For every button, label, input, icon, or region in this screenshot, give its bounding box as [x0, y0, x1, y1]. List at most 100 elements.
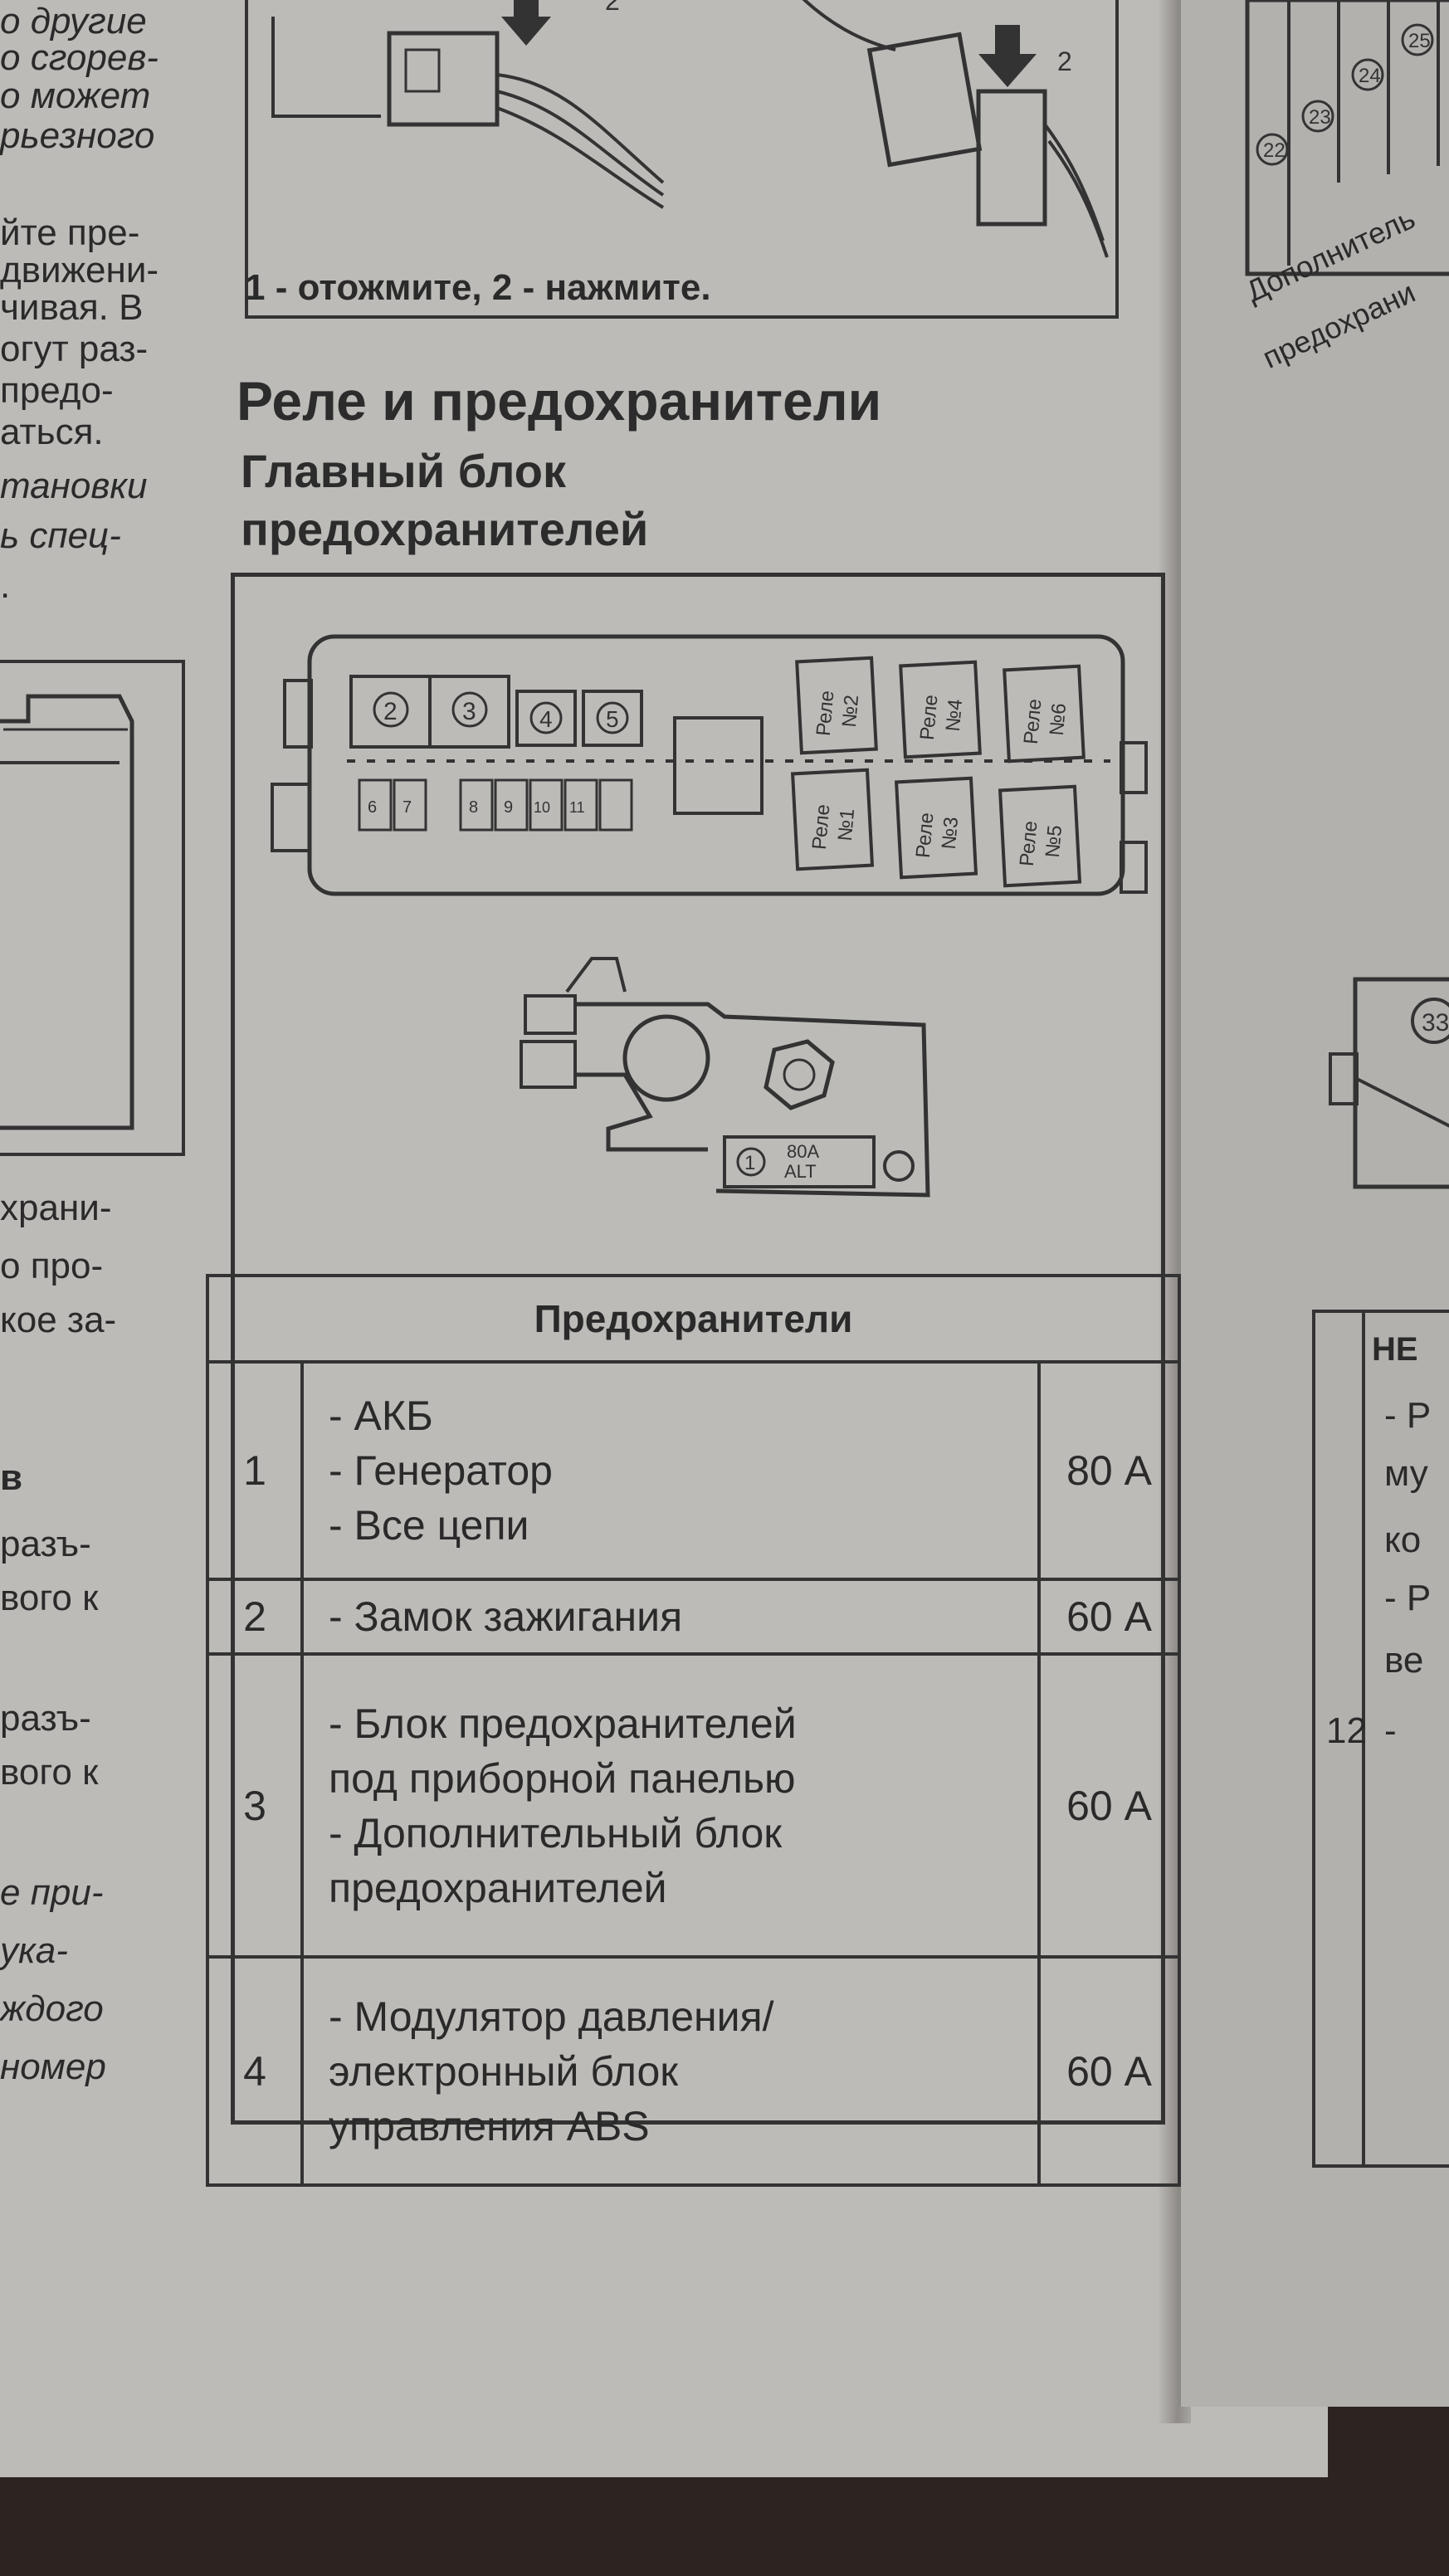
right-num-22: 22: [1263, 139, 1286, 162]
right-fuse-diagram: 22 23 24 25 33: [1245, 0, 1449, 2168]
fuse-description: - Замок зажигания: [300, 1578, 1041, 1656]
right-frag-4: - Р: [1384, 1578, 1432, 1618]
fuse-label-6: 6: [368, 798, 377, 817]
left-frag: о может: [0, 76, 151, 116]
left-frag: .: [0, 565, 11, 606]
fuse-24-icon: [1351, 58, 1384, 91]
desc-line: - АКБ: [329, 1393, 433, 1439]
fuse-33-icon: [1411, 998, 1449, 1044]
table-row: 4 - Модулятор давления/ электронный блок…: [206, 1955, 1181, 2187]
left-frag: тановки: [0, 466, 148, 506]
left-frag: вого к: [0, 1752, 99, 1793]
right-frag-5: ве: [1384, 1640, 1424, 1681]
table-row: 1 - АКБ - Генератор - Все цепи 80 А: [206, 1360, 1181, 1581]
section-subtitle-1: Главный блок: [241, 445, 566, 497]
fuse-table-header-row: Предохранители: [206, 1274, 1181, 1364]
fuse-description: - АКБ - Генератор - Все цепи: [300, 1360, 1041, 1581]
fuse-label-8: 8: [469, 798, 478, 817]
desc-line: - Блок предохранителей: [329, 1700, 797, 1747]
left-frag: разъ-: [0, 1698, 91, 1739]
relay-2-line2: №2: [838, 694, 863, 728]
right-row-num: 12: [1326, 1710, 1367, 1751]
desc-line: под приборной панелью: [329, 1754, 796, 1802]
relay-1-line1: Реле: [808, 803, 835, 851]
fuse-rating: 60 А: [1037, 1652, 1181, 1959]
right-frag-6: -: [1384, 1710, 1397, 1751]
left-frag: вого к: [0, 1578, 99, 1618]
table-row: 2 - Замок зажигания 60 А: [206, 1578, 1181, 1656]
desc-line: - Замок зажигания: [329, 1593, 683, 1640]
left-frag: разъ-: [0, 1524, 91, 1564]
fuse-number: 4: [206, 1955, 304, 2187]
left-frag: в: [0, 1457, 23, 1498]
relay-6-line1: Реле: [1020, 698, 1046, 745]
relay-3-line1: Реле: [912, 812, 939, 859]
left-frag: о сгорев-: [0, 37, 159, 78]
left-frag: о про-: [0, 1246, 104, 1286]
right-frag-3: ко: [1384, 1520, 1422, 1560]
terminal-bolt-icon: [622, 1014, 710, 1102]
fuse-label-10: 10: [534, 799, 550, 816]
connector-illustration: 2 2: [271, 0, 1109, 258]
left-illustration-art: [0, 694, 134, 1130]
left-frag: о другие: [0, 1, 147, 41]
left-frag: ь спец-: [0, 515, 121, 556]
fuse-label-9: 9: [504, 798, 513, 817]
left-frag: рьезного: [0, 115, 155, 156]
fuse-box-center-block: [673, 716, 764, 815]
desc-line: - Все цепи: [329, 1502, 529, 1549]
right-num-24: 24: [1359, 65, 1381, 87]
main-fuse-80a: [723, 1135, 876, 1188]
fuse-5-icon: [596, 701, 629, 734]
left-frag: йте пре-: [0, 212, 140, 253]
desc-line: - Модулятор давления/: [329, 1993, 774, 2040]
desc-line: - Генератор: [329, 1447, 553, 1494]
fuse-3-icon: [451, 691, 488, 728]
main-fuse-amp: 80A: [787, 1141, 819, 1162]
left-frag: номер: [0, 2047, 106, 2087]
main-fuse-alt: ALT: [784, 1161, 817, 1182]
callout-2: 2: [1057, 46, 1072, 76]
right-num-25: 25: [1408, 30, 1431, 52]
desc-line: предохранителей: [329, 1864, 667, 1911]
right-page: 22 23 24 25 33 Дополнитель предохрани НЕ…: [1178, 0, 1449, 2407]
relay-4-line2: №4: [942, 698, 967, 732]
figure-caption: 1 - отожмите, 2 - нажмите.: [245, 267, 711, 308]
relay-2-line1: Реле: [812, 690, 839, 737]
left-frag: предо-: [0, 370, 114, 411]
main-fuse-num: 1: [744, 1152, 755, 1174]
relay-1-line2: №1: [834, 807, 859, 842]
main-fuse-1-icon: [736, 1147, 766, 1177]
fuse-rating: 80 А: [1037, 1360, 1181, 1581]
desc-line: - Дополнительный блок: [329, 1809, 783, 1856]
fuse-label-2: 2: [383, 698, 398, 725]
right-frag-1: - Р: [1384, 1395, 1432, 1436]
fuse-description: - Блок предохранителей под приборной пан…: [300, 1652, 1041, 1959]
fuse-table: Предохранители 1 - АКБ - Генератор - Все…: [206, 1274, 1181, 2187]
fuse-25-icon: [1401, 23, 1434, 56]
left-frag: ука-: [0, 1930, 68, 1971]
fuse-table-header: Предохранители: [206, 1274, 1181, 1364]
fuse-23-icon: [1301, 100, 1334, 133]
left-frag: аться.: [0, 412, 104, 452]
left-frag: огут раз-: [0, 329, 149, 369]
left-frag: движени-: [0, 250, 159, 290]
fuse-rating: 60 А: [1037, 1578, 1181, 1656]
desc-line: управления ABS: [329, 2102, 650, 2149]
left-frag: кое за-: [0, 1300, 117, 1340]
connector-figure: 2 2: [245, 0, 1119, 319]
left-frag: храни-: [0, 1188, 112, 1228]
right-table-head: НЕ: [1372, 1331, 1418, 1368]
relay-5-line2: №5: [1042, 824, 1066, 858]
desc-line: электронный блок: [329, 2047, 679, 2095]
right-num-23: 23: [1309, 106, 1331, 129]
fuse-number: 2: [206, 1578, 304, 1656]
table-row: 3 - Блок предохранителей под приборной п…: [206, 1652, 1181, 1959]
section-title: Реле и предохранители: [237, 370, 882, 432]
callout-1: 2: [605, 0, 620, 16]
hex-nut-icon: [764, 1039, 835, 1110]
fuse-22-icon: [1256, 133, 1289, 166]
fuse-box-frame: 2 3 4 5 6 7 8 9 10 11 Реле №2 Реле №4: [231, 573, 1165, 2125]
right-num-33: 33: [1422, 1009, 1449, 1037]
fuse-2-icon: [373, 691, 409, 728]
